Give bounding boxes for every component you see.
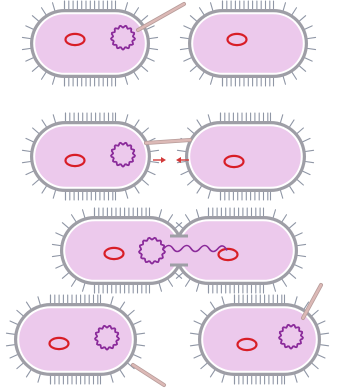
stage-3 xyxy=(52,208,305,293)
stage-4-recipient-pilus xyxy=(303,285,321,318)
stage-4 xyxy=(6,295,328,384)
stage-4-recipient-cell-cytoplasm xyxy=(203,308,316,371)
stage-1-sex-pilus xyxy=(138,4,184,30)
stage-2 xyxy=(22,113,313,200)
stage-1-donor-cell-cytoplasm xyxy=(35,14,145,73)
stage-2-donor-cell-cytoplasm xyxy=(35,126,146,187)
stage-1-recipient-cell-cytoplasm xyxy=(193,14,303,73)
stage-4-donor-cell-cytoplasm xyxy=(19,308,132,371)
stage-2-recipient-cell-cytoplasm xyxy=(190,126,301,187)
cells-layer xyxy=(6,1,328,384)
stage-4-sex-pilus xyxy=(133,365,164,385)
stage-2-sex-pilus xyxy=(146,140,190,143)
